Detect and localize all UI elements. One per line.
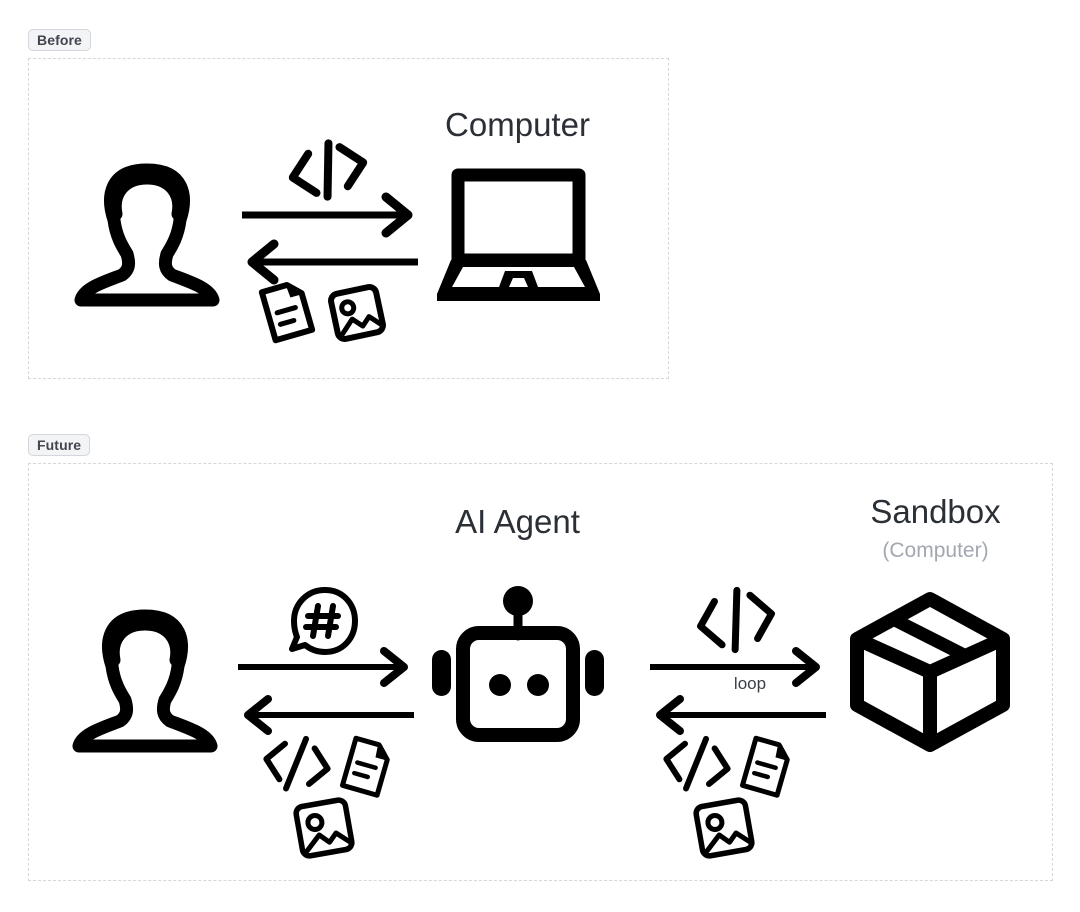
exchange-arrows-user-agent bbox=[236, 645, 416, 735]
robot-icon bbox=[430, 586, 606, 743]
section-panel-future bbox=[28, 463, 1053, 881]
arrow-left bbox=[244, 695, 414, 735]
user-icon bbox=[72, 148, 222, 308]
laptop-icon bbox=[437, 168, 600, 301]
payload-cluster-agent-to-user bbox=[258, 735, 390, 862]
document-icon bbox=[339, 735, 390, 798]
section-panel-before bbox=[28, 58, 669, 379]
speech-bubble-hash-icon bbox=[286, 583, 360, 659]
section-chip-future: Future bbox=[28, 434, 91, 456]
sandbox-subtitle: (Computer) bbox=[882, 539, 989, 562]
computer-title: Computer bbox=[445, 106, 590, 143]
ai-agent-title: AI Agent bbox=[455, 503, 580, 540]
arrow-left bbox=[656, 695, 826, 735]
box-icon bbox=[848, 592, 1012, 752]
exchange-arrows-agent-sandbox bbox=[648, 645, 828, 735]
exchange-arrows-before bbox=[240, 139, 420, 350]
image-icon bbox=[327, 283, 387, 343]
image-icon bbox=[293, 797, 355, 859]
arrow-left bbox=[247, 239, 418, 285]
code-icon bbox=[263, 735, 331, 792]
arrow-right bbox=[238, 647, 408, 687]
loop-edge-label: loop bbox=[733, 674, 767, 693]
arrow-right bbox=[242, 192, 413, 238]
section-chip-before: Before bbox=[28, 29, 91, 51]
code-icon bbox=[663, 735, 731, 792]
sandbox-title: Sandbox bbox=[870, 493, 1001, 530]
code-icon bbox=[690, 586, 782, 654]
document-icon bbox=[258, 280, 316, 344]
payload-cluster-sandbox-to-agent bbox=[658, 735, 790, 862]
code-icon bbox=[288, 139, 368, 201]
document-icon bbox=[739, 735, 790, 798]
arrow-right bbox=[650, 647, 820, 687]
image-icon bbox=[693, 797, 755, 859]
user-icon bbox=[70, 594, 220, 754]
